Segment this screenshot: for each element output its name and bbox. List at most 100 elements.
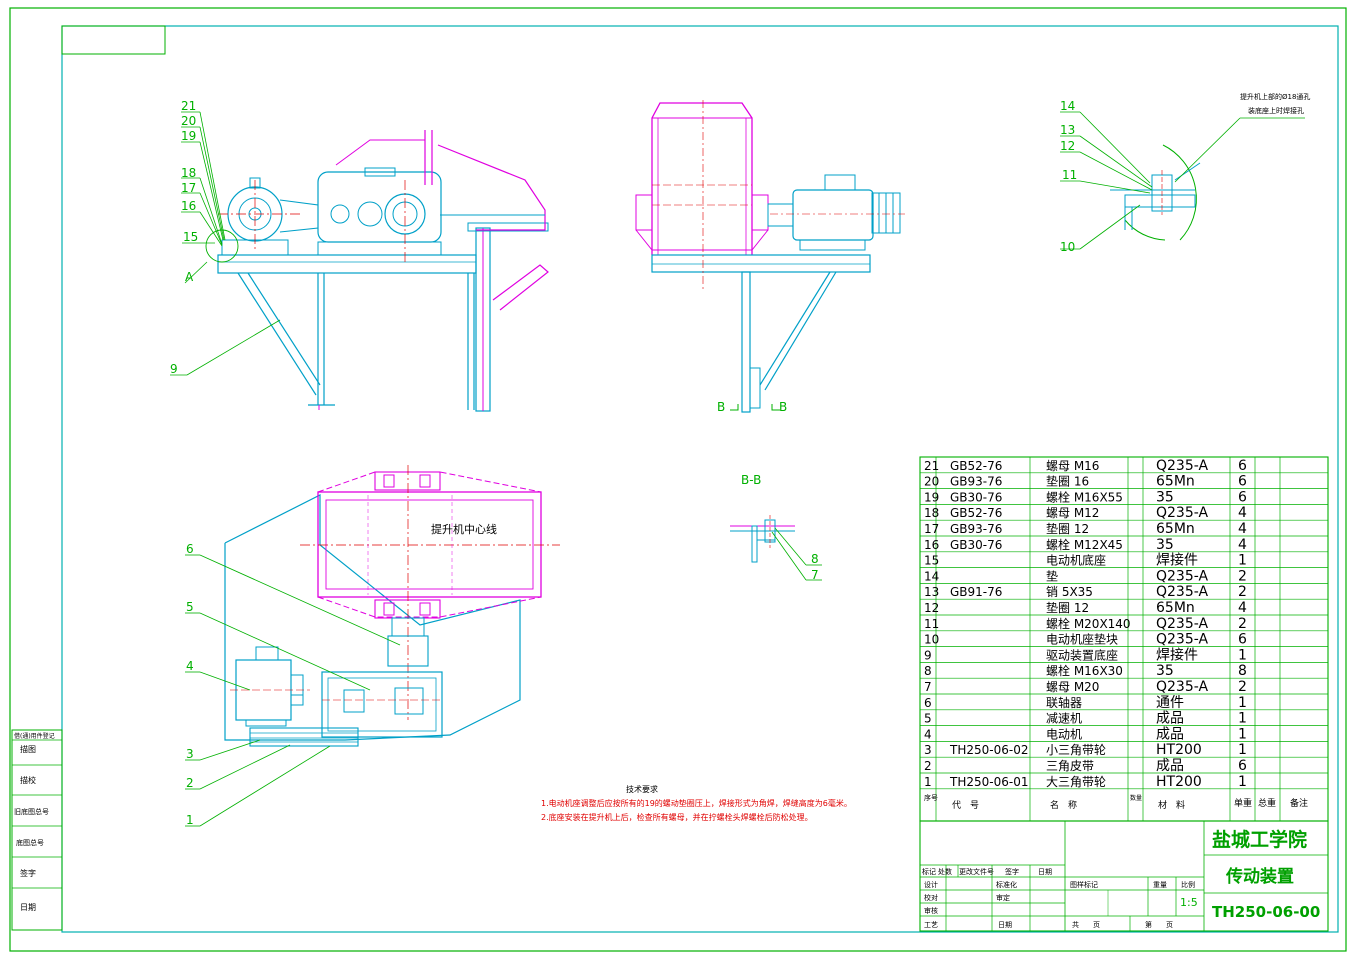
bom-cell-name: 电动机	[1046, 727, 1082, 741]
bom-cell-code: GB93-76	[950, 475, 1002, 489]
label-15: 15	[183, 230, 198, 244]
label-6: 6	[186, 542, 194, 556]
bom-cell-material: Q235-A	[1156, 584, 1208, 600]
bom-cell-qty: 6	[1238, 458, 1247, 474]
bom-header-remarks: 备注	[1290, 797, 1308, 809]
bom-cell-name: 螺母 M16	[1046, 459, 1099, 473]
bom-header-material: 材 料	[1158, 799, 1185, 811]
bom-cell-qty: 2	[1238, 616, 1247, 632]
bom-cell-name: 小三角带轮	[1046, 743, 1106, 757]
scale-value: 1:5	[1180, 896, 1198, 909]
bom-cell-material: Q235-A	[1156, 632, 1208, 648]
tb-label-weight: 重量	[1153, 881, 1167, 889]
bom-cell-code: GB52-76	[950, 506, 1002, 520]
bom-cell-name: 螺栓 M12X45	[1046, 537, 1123, 552]
label-14: 14	[1060, 99, 1075, 113]
bom-cell-name: 螺栓 M16X30	[1046, 663, 1123, 678]
detail-note-line2: 装底座上时焊接孔	[1248, 106, 1304, 115]
bom-header-code: 代 号	[952, 800, 979, 811]
front-view	[205, 130, 549, 412]
bom-cell-name: 垫圈 12	[1046, 600, 1089, 615]
bom-cell-no: 5	[924, 712, 932, 726]
bom-cell-no: 4	[924, 727, 932, 741]
bom-header-name: 名 称	[1050, 799, 1077, 811]
label-A: A	[185, 270, 194, 284]
bom-cell-name: 电动机底座	[1046, 553, 1106, 568]
tb-label-count: 处数	[938, 867, 952, 876]
bom-cell-qty: 8	[1238, 663, 1247, 679]
label-17: 17	[181, 181, 196, 195]
bom-header-total-weight: 总重	[1258, 797, 1276, 809]
bom-cell-material: 65Mn	[1156, 600, 1195, 616]
tb-label-process-review: 审核	[924, 906, 938, 915]
bom-cell-name: 减速机	[1046, 712, 1082, 726]
bom-cell-qty: 4	[1238, 505, 1247, 521]
label-13: 13	[1060, 123, 1075, 137]
detail-a-leaders	[1060, 111, 1305, 250]
tb-label-stage-mark: 图样标记	[1070, 880, 1098, 889]
label-11: 11	[1062, 168, 1077, 182]
section-bb-leaders	[771, 527, 822, 581]
section-bb-view	[730, 515, 795, 563]
bom-cell-material: 焊接件	[1156, 552, 1198, 569]
bom-cell-material: Q235-A	[1156, 505, 1208, 521]
bom-cell-no: 16	[924, 538, 939, 552]
bom-cell-qty: 1	[1238, 553, 1247, 569]
label-20: 20	[181, 114, 196, 128]
label-1: 1	[186, 813, 194, 827]
tb-label-check: 校对	[924, 893, 938, 902]
title-block: 盐城工学院 传动装置 TH250-06-00 1:5 标记 处数 更改文件号 签…	[919, 820, 1329, 932]
bom-cell-name: 螺栓 M20X140	[1046, 616, 1131, 631]
bom-cell-no: 18	[924, 506, 939, 520]
bom-cell-name: 螺母 M12	[1046, 506, 1099, 520]
bom-cell-name: 垫	[1046, 568, 1058, 583]
tb-label-change-doc: 更改文件号	[959, 867, 994, 876]
bom-cell-qty: 1	[1238, 711, 1247, 727]
bom-cell-material: 65Mn	[1156, 474, 1195, 490]
detail-a-view	[1110, 144, 1201, 241]
bom-cell-no: 14	[924, 569, 939, 583]
front-view-leaders	[170, 111, 281, 376]
bom-cell-qty: 6	[1238, 758, 1247, 774]
bom-cell-qty: 1	[1238, 774, 1247, 790]
bom-cell-qty: 1	[1238, 742, 1247, 758]
label-10: 10	[1060, 240, 1075, 254]
bom-cell-qty: 6	[1238, 489, 1247, 505]
bom-cell-no: 3	[924, 743, 932, 757]
bom-cell-material: 焊接件	[1156, 646, 1198, 663]
bom-cell-qty: 1	[1238, 726, 1247, 742]
bom-header-qty: 数量	[1130, 794, 1142, 802]
bom-cell-code: TH250-06-01	[949, 775, 1028, 789]
rev-label-trace: 描图	[20, 744, 36, 754]
tech-req-item-1: 1.电动机座调整后应按所有的19的螺动垫圈压上，焊接形式为角焊，焊缝高度为6毫米…	[541, 798, 852, 808]
label-8: 8	[811, 552, 819, 566]
bom-cell-material: HT200	[1156, 742, 1202, 758]
bom-cell-qty: 1	[1238, 695, 1247, 711]
bom-cell-no: 17	[924, 522, 939, 536]
front-view-labels: 21 20 19 18 17 16 15 A 9	[170, 99, 198, 376]
label-3: 3	[186, 747, 194, 761]
label-21: 21	[181, 99, 196, 113]
tb-label-design: 设计	[924, 880, 938, 889]
bom-header-no: 序号	[924, 793, 938, 802]
tb-label-process: 工艺	[924, 921, 938, 929]
bom-cell-code: GB91-76	[950, 585, 1002, 599]
bom-cell-no: 8	[924, 664, 932, 678]
rev-label-date: 日期	[20, 903, 36, 912]
tb-label-sheet: 第 页	[1145, 920, 1173, 929]
bom-cell-no: 11	[924, 617, 939, 631]
bom-cell-no: 7	[924, 680, 932, 694]
bom-cell-qty: 2	[1238, 679, 1247, 695]
tb-label-approve: 日期	[998, 921, 1012, 929]
section-mark-b-right: B	[779, 400, 787, 414]
tech-requirements: 技术要求 1.电动机座调整后应按所有的19的螺动垫圈压上，焊接形式为角焊，焊缝高…	[541, 784, 852, 822]
bom-cell-material: 35	[1156, 663, 1174, 679]
drawing-name: 传动装置	[1225, 866, 1294, 887]
label-5: 5	[186, 600, 194, 614]
section-bb-labels: B-B 8 7	[741, 473, 819, 582]
bom-cell-name: 销 5X35	[1046, 585, 1093, 599]
bom-cell-material: 成品	[1156, 711, 1184, 727]
corner-box	[61, 25, 166, 55]
tb-label-scale: 比例	[1181, 880, 1195, 889]
